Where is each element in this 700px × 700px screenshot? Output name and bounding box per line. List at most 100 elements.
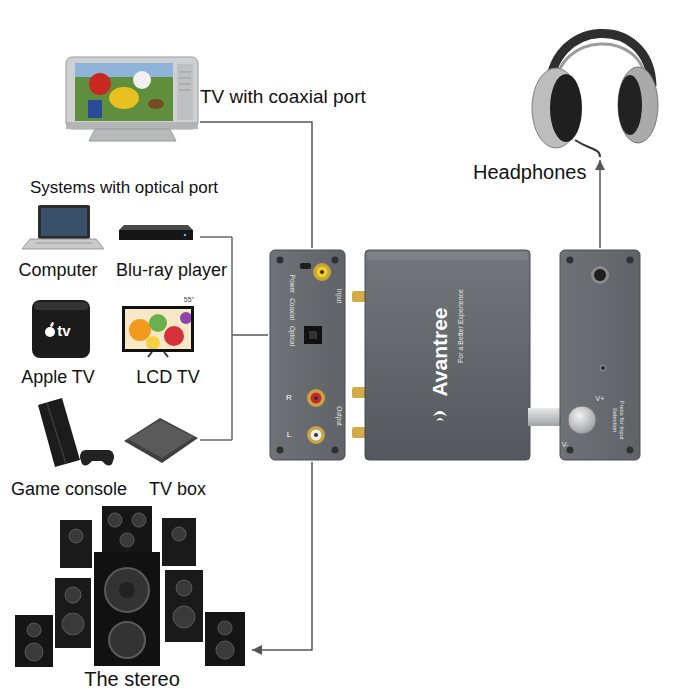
crt-tv-picture bbox=[75, 63, 173, 118]
device-caption: TV box bbox=[149, 479, 206, 500]
laptop-icon bbox=[36, 243, 92, 244]
game-console-icon bbox=[38, 398, 114, 467]
stereo-picture bbox=[205, 612, 245, 666]
stereo-picture bbox=[105, 568, 149, 612]
node-heading: Avantree bbox=[428, 307, 452, 396]
signal-connector bbox=[599, 160, 601, 248]
stereo-picture bbox=[216, 641, 234, 659]
device-caption: Game console bbox=[11, 479, 127, 500]
crt-tv-picture bbox=[75, 63, 173, 121]
source-device: TV box bbox=[130, 405, 225, 500]
label-holder: R bbox=[286, 394, 292, 403]
device-caption: Computer bbox=[18, 260, 97, 281]
source-device: Blu-ray player bbox=[113, 215, 230, 281]
channel-label: L bbox=[287, 431, 291, 440]
stereo-picture bbox=[162, 518, 196, 566]
stereo-picture bbox=[55, 578, 91, 648]
lcd-tv-icon bbox=[146, 336, 160, 349]
source-device: Game console bbox=[8, 396, 131, 500]
node-subtext: For a Better Experience bbox=[457, 289, 465, 363]
converter-rear-panel bbox=[314, 396, 318, 400]
label-holder: Output bbox=[335, 406, 342, 426]
blu-ray-icon bbox=[119, 225, 193, 240]
optical-bracket bbox=[200, 439, 232, 441]
converter-front-panel bbox=[568, 406, 596, 434]
crt-tv-picture bbox=[66, 122, 198, 129]
crt-tv-picture bbox=[133, 71, 151, 89]
converter-rear-panel bbox=[317, 267, 328, 278]
label-holder: Coaxial bbox=[288, 298, 295, 320]
converter-rear-panel bbox=[300, 263, 311, 269]
crt-tv-picture bbox=[89, 73, 111, 95]
stereo-output: The stereo bbox=[12, 503, 252, 668]
converter-body bbox=[367, 252, 528, 260]
stereo-picture bbox=[25, 643, 43, 661]
signal-connector bbox=[252, 462, 312, 650]
volume-label: V- bbox=[562, 441, 569, 449]
lcd-tv-icon bbox=[148, 352, 152, 357]
crt-tv-picture bbox=[89, 129, 176, 141]
lcd-tv-icon bbox=[164, 352, 168, 357]
converter-rear-panel bbox=[307, 426, 325, 444]
port-group-label: Input bbox=[335, 289, 342, 303]
lcd-tv-icon bbox=[180, 312, 191, 324]
channel-label: R bbox=[286, 394, 292, 403]
converter-rear-panel bbox=[314, 433, 318, 437]
laptop-icon bbox=[22, 205, 104, 249]
converter-rear-panel bbox=[313, 263, 331, 281]
stereo-picture bbox=[120, 533, 134, 547]
stereo-picture bbox=[165, 570, 203, 642]
lcd-tv-icon bbox=[122, 306, 194, 357]
port-group-label: Output bbox=[335, 406, 342, 426]
volume-label: V+ bbox=[596, 395, 605, 403]
lcd-tv-icon bbox=[129, 312, 191, 349]
crt-tv-picture bbox=[179, 78, 191, 79]
converter-rear-panel bbox=[277, 447, 284, 454]
laptop-icon bbox=[38, 205, 90, 239]
headphones-picture bbox=[550, 74, 582, 142]
device-caption: LCD TV bbox=[136, 367, 200, 388]
lcd-tv-icon bbox=[149, 314, 167, 332]
blu-ray-icon bbox=[119, 230, 193, 240]
converter-rear-panel bbox=[332, 447, 339, 454]
converter-body bbox=[528, 408, 562, 426]
label-holder: L bbox=[287, 431, 291, 440]
tv-source: TV with coaxial port bbox=[62, 55, 200, 143]
tv-box-icon bbox=[128, 420, 194, 458]
crt-tv-picture bbox=[177, 64, 193, 120]
stereo-picture bbox=[173, 606, 195, 628]
device-caption: Apple TV bbox=[21, 367, 95, 388]
text-holder: Headphones bbox=[473, 161, 586, 184]
stereo-picture bbox=[94, 552, 160, 666]
text-holder: For a Better Experience bbox=[457, 289, 465, 363]
stereo-picture bbox=[108, 513, 122, 527]
label-holder: V- bbox=[562, 441, 569, 449]
label-holder: Optical bbox=[288, 326, 295, 346]
stereo-picture bbox=[102, 506, 152, 554]
game-console-icon bbox=[47, 403, 66, 464]
stereo-picture bbox=[218, 621, 232, 635]
converter-rear-panel bbox=[309, 331, 317, 339]
converter-body bbox=[352, 387, 366, 398]
node-heading: TV with coaxial port bbox=[200, 86, 366, 108]
crt-tv-picture bbox=[179, 72, 191, 73]
stereo-picture bbox=[109, 622, 145, 658]
apple-tv-icon bbox=[32, 300, 90, 358]
crt-tv-picture bbox=[75, 63, 173, 77]
game-console-icon bbox=[80, 450, 114, 466]
stereo-picture bbox=[69, 529, 83, 543]
converter-rear-panel bbox=[320, 270, 324, 274]
text-holder: Systems with optical port bbox=[30, 178, 218, 198]
label-holder: Press for Input Selection bbox=[611, 397, 624, 443]
text-holder: TV with coaxial port bbox=[200, 86, 366, 108]
apple-tv-icon bbox=[34, 302, 88, 310]
converter-front-panel bbox=[560, 250, 640, 460]
laptop-icon bbox=[41, 208, 87, 236]
stereo-picture bbox=[27, 623, 41, 637]
crt-tv-picture bbox=[148, 99, 164, 109]
converter-front-panel bbox=[594, 269, 606, 281]
label-holder: Power bbox=[288, 275, 295, 293]
stereo-picture bbox=[15, 506, 245, 667]
lcd-tv-icon bbox=[122, 306, 194, 352]
